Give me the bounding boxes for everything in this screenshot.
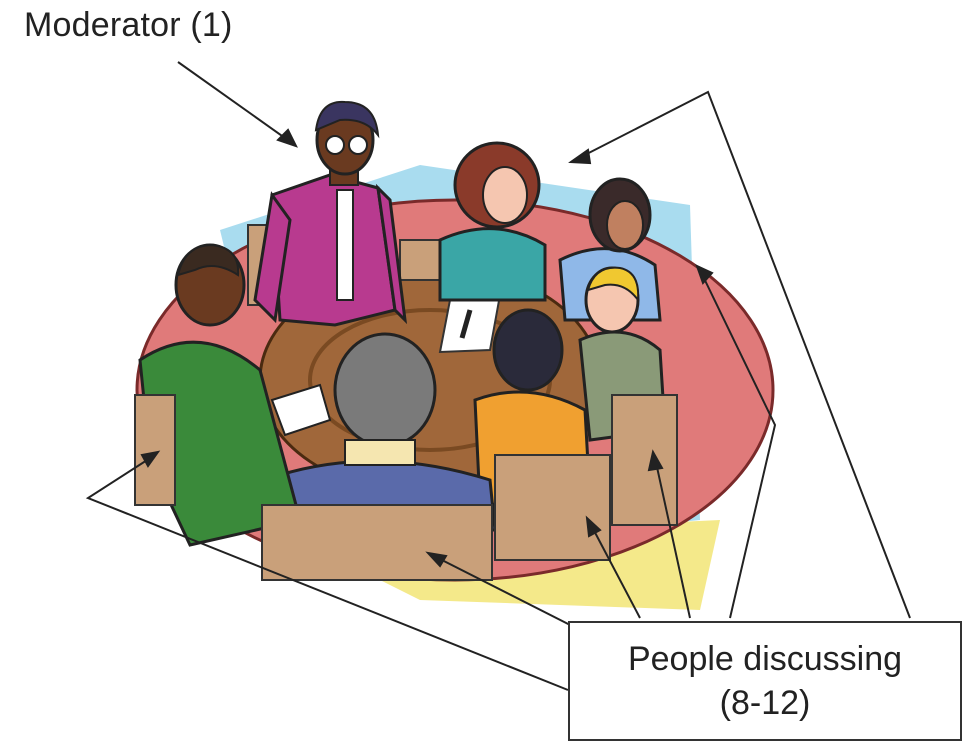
arrowhead-chair-front-right (585, 515, 602, 538)
participant-green (138, 243, 332, 547)
pen (459, 309, 473, 339)
participant-teal (438, 141, 547, 302)
callout-lines (85, 61, 911, 691)
paper-sheet (438, 293, 502, 354)
participants-label-line2: (8-12) (719, 684, 811, 722)
arrowhead-top (568, 148, 592, 165)
chair-right (611, 394, 678, 526)
arrowhead-moderator (276, 128, 298, 148)
participants-label-line1: People discussing (627, 639, 903, 678)
chair-front-right (494, 454, 611, 561)
participants-label-box: People discussing (8-12) (568, 621, 962, 741)
moderator-figure (253, 100, 408, 327)
chair-front-left (134, 394, 176, 506)
chair-front-center (261, 504, 493, 581)
arrowhead-chair-front-center (425, 551, 448, 568)
arrowhead-chair-left (140, 450, 161, 468)
arrowhead-rug (695, 264, 714, 285)
arrowhead-chair-right (647, 449, 664, 472)
moderator-label: Moderator (1) (24, 6, 233, 44)
